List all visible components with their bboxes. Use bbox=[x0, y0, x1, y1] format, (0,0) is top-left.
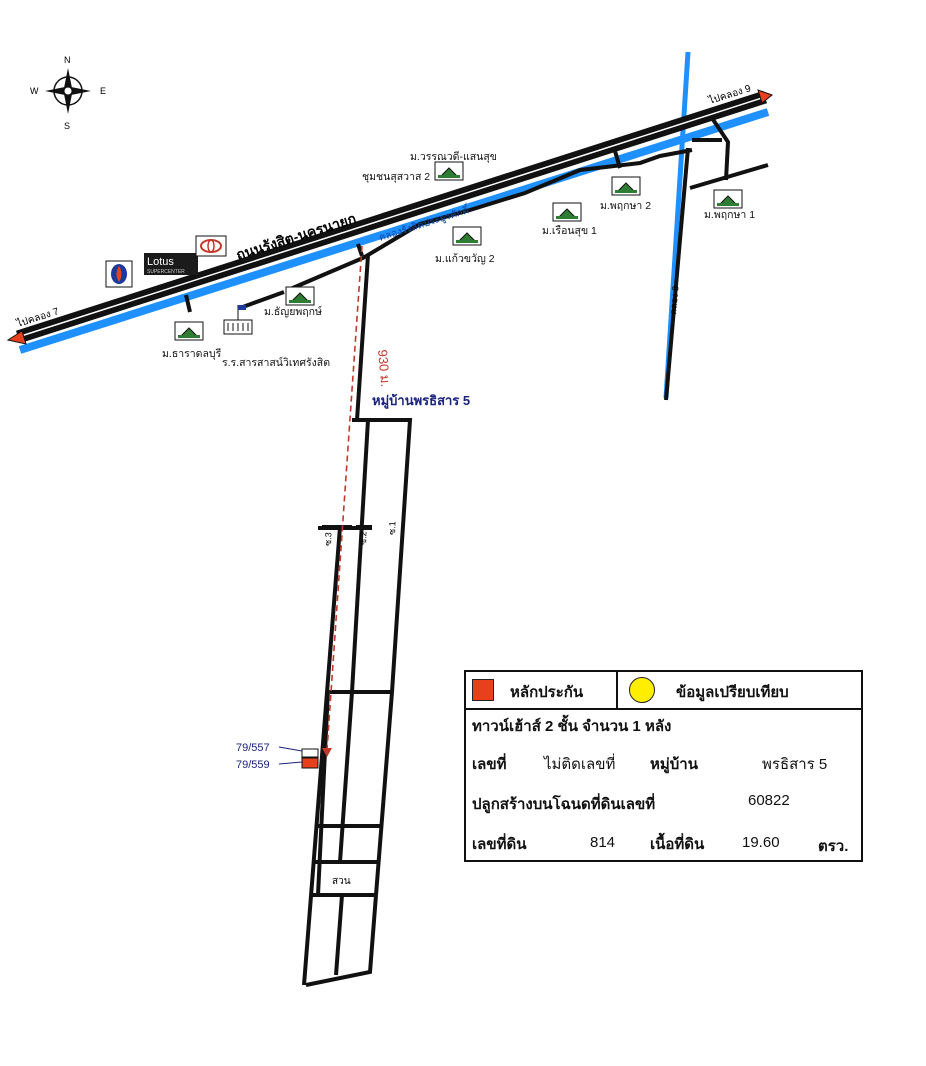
legend-row: หลักประกัน ข้อมูลเปรียบเทียบ bbox=[466, 672, 861, 710]
land-no-value: 814 bbox=[590, 834, 616, 851]
plot-label-a: 79/557 bbox=[236, 742, 270, 754]
house-icon bbox=[452, 226, 482, 246]
label-school: ร.ร.สารสาสน์วิเทศรังสิต bbox=[222, 356, 330, 369]
plot-label-b: 79/559 bbox=[236, 759, 270, 771]
village-roads bbox=[302, 418, 413, 987]
compass-e: E bbox=[100, 86, 106, 96]
house-no-value: ไม่ติดเลขที่ bbox=[544, 756, 616, 773]
compass-w: W bbox=[30, 86, 39, 96]
legend-compare-label: ข้อมูลเปรียบเทียบ bbox=[676, 684, 789, 701]
ptt-station-icon bbox=[105, 260, 133, 288]
label-wannawadee: ม.วรรณวดี-แสนสุข bbox=[410, 150, 497, 163]
access-road bbox=[355, 254, 370, 421]
house-icon bbox=[285, 286, 315, 306]
house-icon bbox=[174, 321, 204, 341]
toyota-logo bbox=[195, 235, 227, 257]
park-label: สวน bbox=[332, 876, 351, 887]
soi-3-label: ซ.3 bbox=[323, 532, 333, 546]
soi-2-label: ซ.2 bbox=[358, 531, 368, 545]
house-icons bbox=[174, 161, 743, 341]
label-pruksa1: ม.พฤกษา 1 bbox=[704, 209, 755, 221]
compass-icon: N S W E bbox=[30, 55, 106, 131]
deed-label: ปลูกสร้างบนโฉนดที่ดินเลขที่ bbox=[472, 796, 656, 813]
area-unit: ตรว. bbox=[818, 838, 849, 855]
soi-1-label: ซ.1 bbox=[387, 521, 397, 535]
plot-79-559 bbox=[301, 757, 319, 769]
route-line bbox=[326, 245, 363, 751]
deed-value: 60822 bbox=[748, 792, 790, 809]
label-chumchon: ชุมชนสุสวาส 2 bbox=[362, 171, 430, 183]
svg-text:SUPERCENTER: SUPERCENTER bbox=[147, 269, 185, 275]
side-roads bbox=[184, 116, 769, 401]
distance-label: 930 ม. bbox=[375, 349, 393, 388]
village-value: พรธิสาร 5 bbox=[762, 756, 828, 773]
label-pruksa2: ม.พฤกษา 2 bbox=[600, 200, 651, 212]
house-no-label: เลขที่ bbox=[472, 756, 507, 773]
compare-legend-icon bbox=[629, 677, 655, 703]
area-label: เนื้อที่ดิน bbox=[650, 836, 705, 853]
label-kaewkwan2: ม.แก้วขวัญ 2 bbox=[435, 253, 495, 265]
house-icon bbox=[713, 189, 743, 209]
label-ruensuk1: ม.เรือนสุข 1 bbox=[542, 224, 597, 237]
school-icon bbox=[223, 305, 253, 335]
arrow-klong9-icon bbox=[757, 89, 774, 104]
compass-n: N bbox=[64, 55, 71, 65]
info-panel: หลักประกัน ข้อมูลเปรียบเทียบ ทาวน์เฮ้าส์… bbox=[464, 670, 863, 862]
area-value: 19.60 bbox=[742, 834, 780, 851]
house-icon bbox=[434, 161, 464, 181]
house-icon bbox=[552, 202, 582, 222]
legend-collateral-label: หลักประกัน bbox=[510, 684, 584, 701]
label-tharadolburi: ม.ธาราดลบุรี bbox=[162, 347, 222, 360]
building-desc: ทาวน์เฮ้าส์ 2 ชั้น จำนวน 1 หลัง bbox=[472, 718, 672, 735]
svg-text:Lotus: Lotus bbox=[147, 256, 174, 268]
plot-79-557 bbox=[301, 748, 319, 758]
lotus-logo: Lotus SUPERCENTER bbox=[144, 253, 198, 275]
land-no-label: เลขที่ดิน bbox=[472, 836, 527, 853]
village-entry-label: หมู่บ้านพรธิสาร 5 bbox=[372, 393, 470, 409]
label-thanyapruek: ม.ธัญยพฤกษ์ bbox=[264, 305, 322, 318]
collateral-legend-icon bbox=[472, 679, 494, 701]
main-canal bbox=[18, 108, 770, 354]
house-icon bbox=[611, 176, 641, 196]
arrow-klong7-icon bbox=[6, 330, 27, 345]
village-label: หมู่บ้าน bbox=[650, 756, 698, 773]
compass-s: S bbox=[64, 121, 70, 131]
canal-8-label: คลอง 8 bbox=[668, 286, 680, 316]
